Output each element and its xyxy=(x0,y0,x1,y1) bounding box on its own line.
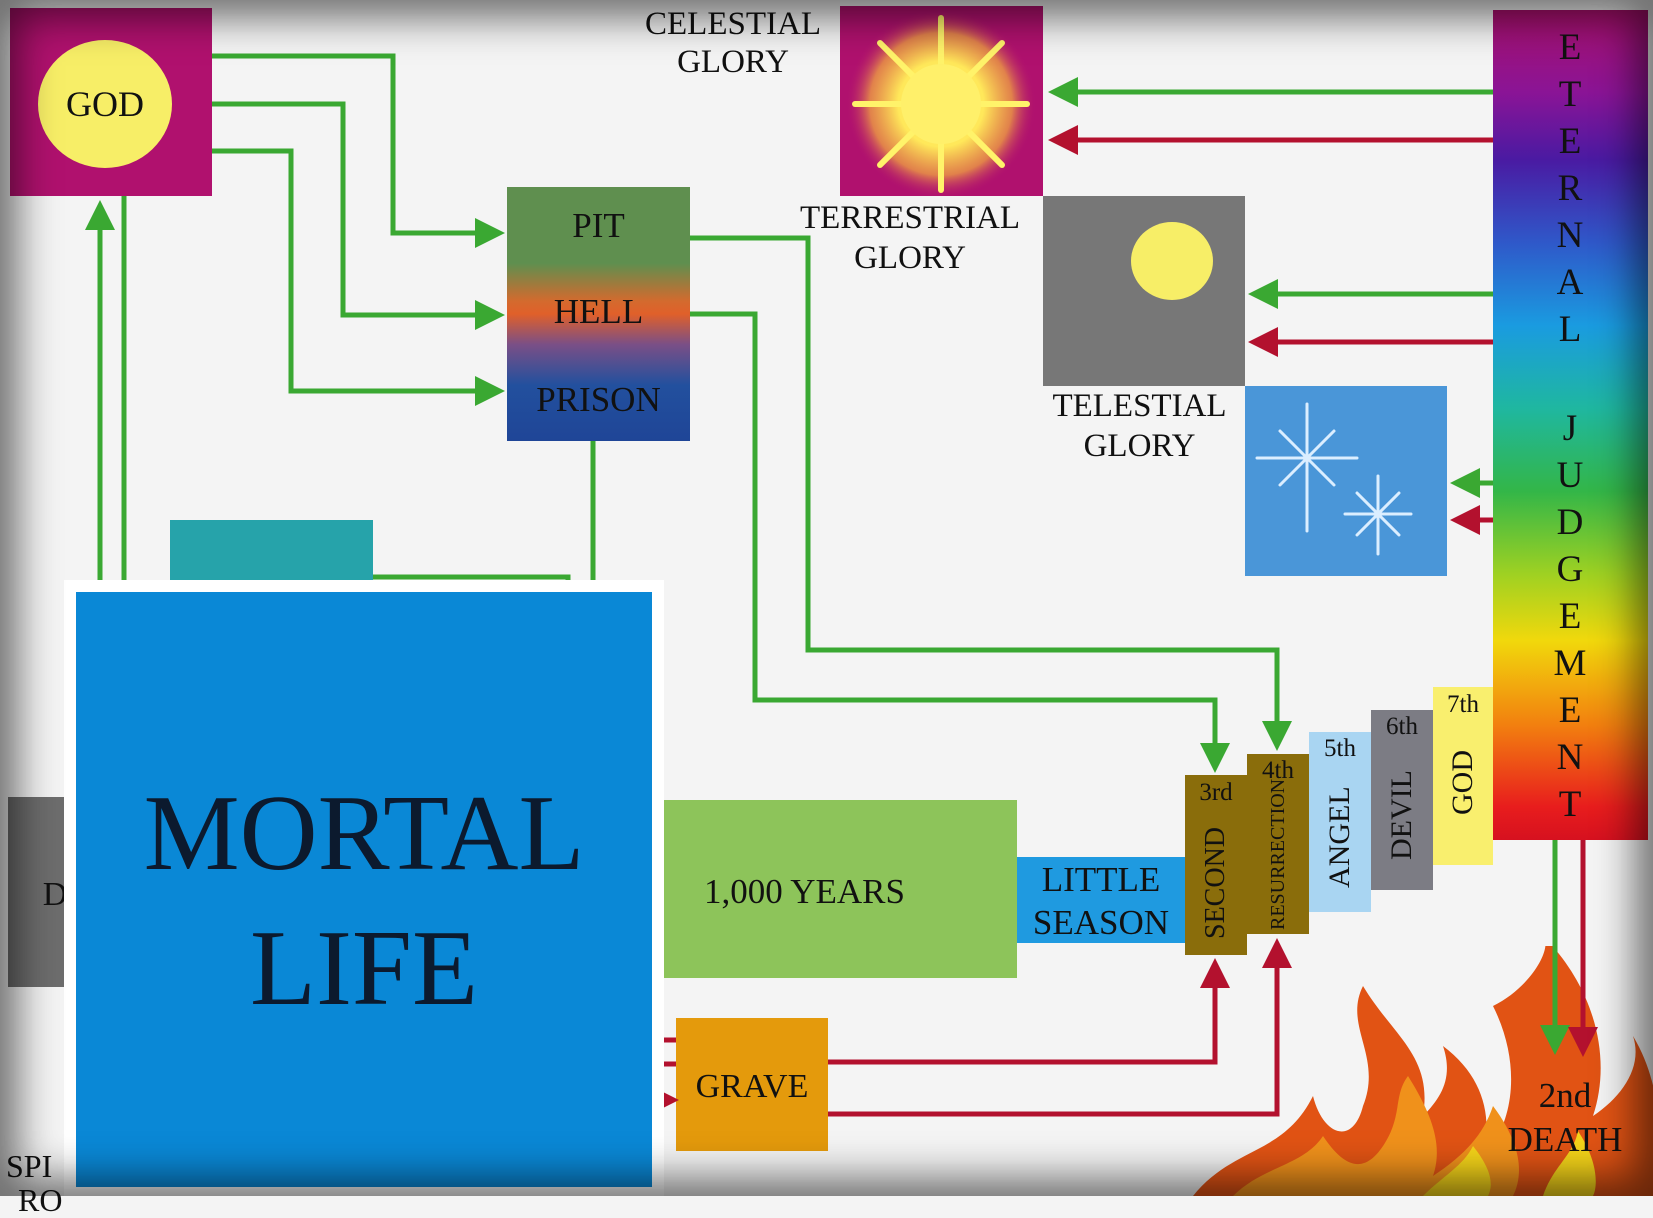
stage-3rd-ord: 3rd xyxy=(1199,779,1233,806)
celestial-label-line2: GLORY xyxy=(677,44,789,80)
stage-4th-box xyxy=(1247,754,1309,934)
thousand-years-label: 1,000 YEARS xyxy=(704,872,905,911)
mortal-life-box: MORTAL LIFE xyxy=(64,580,664,1196)
letter: J xyxy=(1562,408,1578,449)
moon-icon xyxy=(1131,222,1213,300)
letter: U xyxy=(1556,455,1584,496)
stage-6th-box xyxy=(1371,710,1433,890)
god-label: GOD xyxy=(66,84,144,124)
letter: T xyxy=(1558,784,1582,825)
thousand-years-box xyxy=(662,800,1017,978)
letter: A xyxy=(1556,262,1584,303)
eternal-judgement-bar xyxy=(1493,10,1648,840)
stage-7th-ord: 7th xyxy=(1447,691,1479,718)
letter: E xyxy=(1558,690,1582,731)
little-season-line1: LITTLE xyxy=(1041,860,1161,899)
stage-4th-ord: 4th xyxy=(1262,757,1294,784)
celestial-label-line1: CELESTIAL xyxy=(645,6,821,42)
left-d-label: D xyxy=(42,876,68,913)
letter: E xyxy=(1558,27,1582,68)
little-season-line2: SEASON xyxy=(1032,903,1170,942)
hell-label: HELL xyxy=(553,292,644,331)
letter: N xyxy=(1556,737,1584,778)
little-season-box xyxy=(1017,857,1185,943)
stage-3rd-box xyxy=(1185,775,1247,955)
pit-hell-prison-box xyxy=(507,187,690,441)
terrestrial-label-line1: TERRESTRIAL xyxy=(800,200,1020,236)
telestial-box xyxy=(1245,386,1447,576)
letter: M xyxy=(1553,643,1587,684)
telestial-label-line2: GLORY xyxy=(1083,428,1196,464)
mortal-life-panel xyxy=(76,592,652,1187)
celestial-box xyxy=(840,6,1043,196)
letter: T xyxy=(1558,74,1582,115)
terrestrial-box xyxy=(1043,196,1245,386)
telestial-label-line1: TELESTIAL xyxy=(1052,388,1227,424)
stage-6th-ord: 6th xyxy=(1386,713,1418,740)
stage-7th-box xyxy=(1433,687,1493,865)
spi-label: SPI xyxy=(6,1148,53,1184)
prison-label: PRISON xyxy=(536,380,661,419)
god-circle xyxy=(38,40,172,168)
letter: E xyxy=(1558,121,1582,162)
eternal-letters: E T E R N A L xyxy=(1545,24,1595,353)
stage-5th-box xyxy=(1309,732,1371,912)
letter: G xyxy=(1556,549,1584,590)
letter: R xyxy=(1557,168,1583,209)
letter: N xyxy=(1556,215,1584,256)
pit-label: PIT xyxy=(572,206,625,245)
grave-box xyxy=(676,1018,828,1151)
stage-5th-ord: 5th xyxy=(1324,735,1356,762)
letter: L xyxy=(1558,309,1582,350)
second-death-line2: DEATH xyxy=(1507,1120,1623,1159)
letter: D xyxy=(1556,502,1584,543)
stars-icon xyxy=(1255,402,1413,556)
flames-icon xyxy=(1193,946,1653,1196)
second-death-line1: 2nd xyxy=(1538,1076,1592,1115)
judgement-letters: J U D G E M E N T xyxy=(1545,405,1595,828)
letter: E xyxy=(1558,596,1582,637)
mortal-life-line2: LIFE xyxy=(250,909,478,1028)
grave-label: GRAVE xyxy=(695,1068,809,1105)
mortal-life-line1: MORTAL xyxy=(143,774,585,893)
terrestrial-label-line2: GLORY xyxy=(854,240,966,276)
sun-icon xyxy=(846,9,1036,196)
